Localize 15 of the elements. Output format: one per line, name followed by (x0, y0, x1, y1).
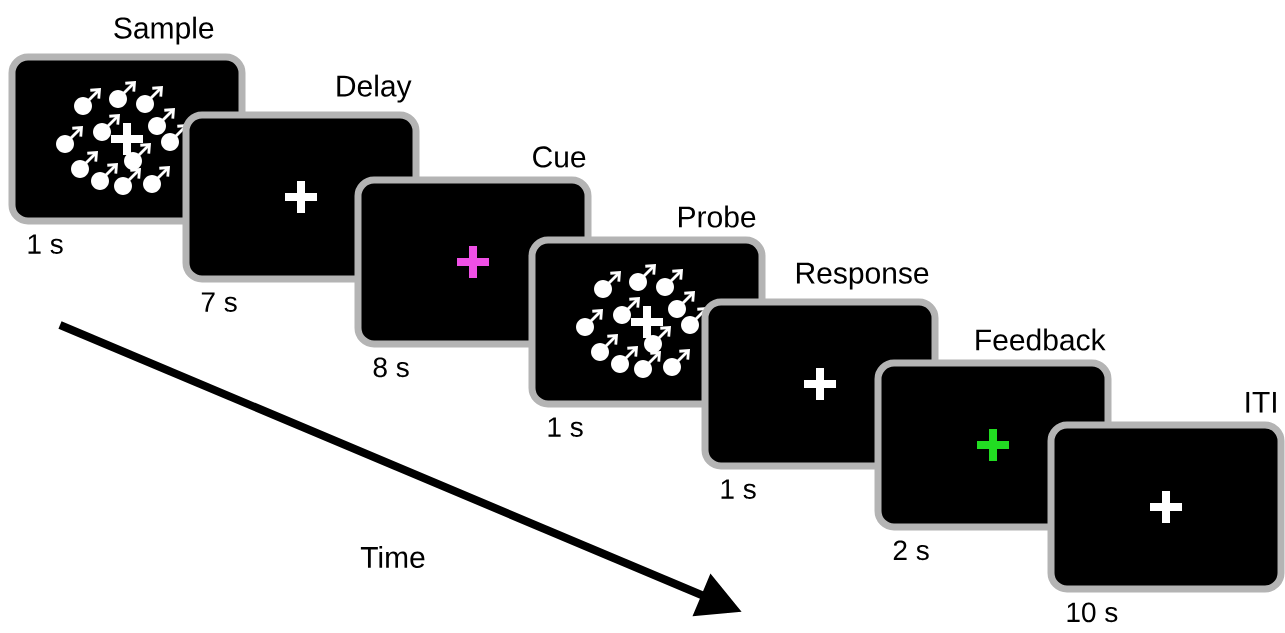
axis-label: Time (360, 546, 425, 568)
screen-title: Delay (337, 74, 412, 103)
duration-label: 1 s (548, 417, 583, 437)
duration-label: 8 s (373, 357, 409, 378)
duration-label: 2 s (893, 540, 929, 561)
screen-title: Probe (679, 205, 756, 228)
duration-label: 1 s (28, 234, 63, 254)
screen-title: Sample (114, 16, 214, 45)
screen-title: ITI (1246, 391, 1276, 413)
screen-title: Response (796, 262, 929, 290)
duration-label: 7 s (201, 292, 237, 312)
screen-title: Cue (533, 146, 586, 168)
duration-label: 1 s (721, 479, 756, 499)
screen-title: Feedback (976, 328, 1106, 351)
duration-label: 10 s (1067, 602, 1118, 623)
